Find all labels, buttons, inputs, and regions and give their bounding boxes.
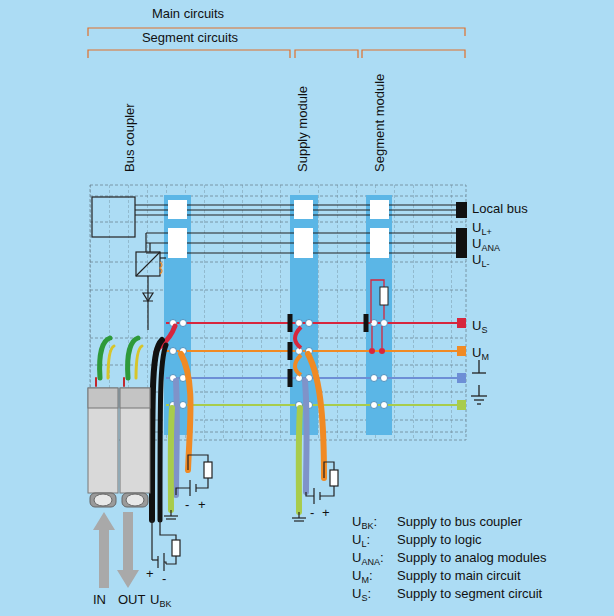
port-name: IN [93,592,106,607]
key-text: Supply to logic [397,532,482,547]
resistor-symbol [380,287,388,305]
bus-coupler-supply [164,455,212,519]
signal-name: US [472,318,487,333]
key-text: Supply to analog modules [397,550,547,565]
polarity-sign: + [322,505,330,520]
coupler-supply [152,520,180,571]
module-band [164,195,392,435]
module-name: Bus coupler [122,103,137,172]
ground-symbol [471,360,487,404]
grid-lines [90,185,466,440]
contact-point [379,348,385,354]
bus-connector [88,388,150,507]
terminal [457,318,466,328]
cable [299,354,324,512]
module-supply [292,462,338,521]
key-symbol: UM: [352,568,373,583]
key-symbol: UL: [352,532,370,547]
coupler-logic [92,197,135,237]
key-symbol: UBK: [352,514,377,529]
polarity-sign: + [146,566,154,581]
bus-name: Local bus [472,201,528,216]
key-symbol: US: [352,586,371,601]
logic-terminal [456,228,467,258]
key-text: Supply to bus coupler [397,514,522,529]
module-name: Segment module [372,74,387,172]
bus-cable [96,338,142,386]
bracket-title: Main circuits [152,6,224,21]
contact-point [369,348,375,354]
polarity-sign: - [162,571,166,586]
terminal [457,400,466,410]
bracket-title: Segment circuits [142,30,238,45]
polarity-sign: - [185,497,189,512]
separator [290,314,366,387]
key-symbol: UANA: [352,550,384,565]
supply-name: UBK [150,592,171,607]
module-name: Supply module [295,86,310,172]
bracket [88,28,465,58]
key-text: Supply to main circuit [397,568,521,583]
bus-terminal [456,202,467,218]
signal-name: UM [472,345,489,360]
grid [90,185,466,440]
converter [136,233,166,330]
signal-name: UL- [472,252,489,267]
signal-name: UANA [472,236,500,251]
polarity-sign: - [310,505,314,520]
key-text: Supply to segment circuit [397,586,542,601]
cable [152,326,191,520]
data-arrow [93,512,139,588]
signal-name: UL+ [472,220,492,235]
terminal [457,373,466,383]
port-name: OUT [118,592,145,607]
polarity-sign: + [198,497,206,512]
contact-point [170,320,388,409]
contact [168,200,389,258]
terminal [457,346,466,356]
jumper [295,327,301,375]
